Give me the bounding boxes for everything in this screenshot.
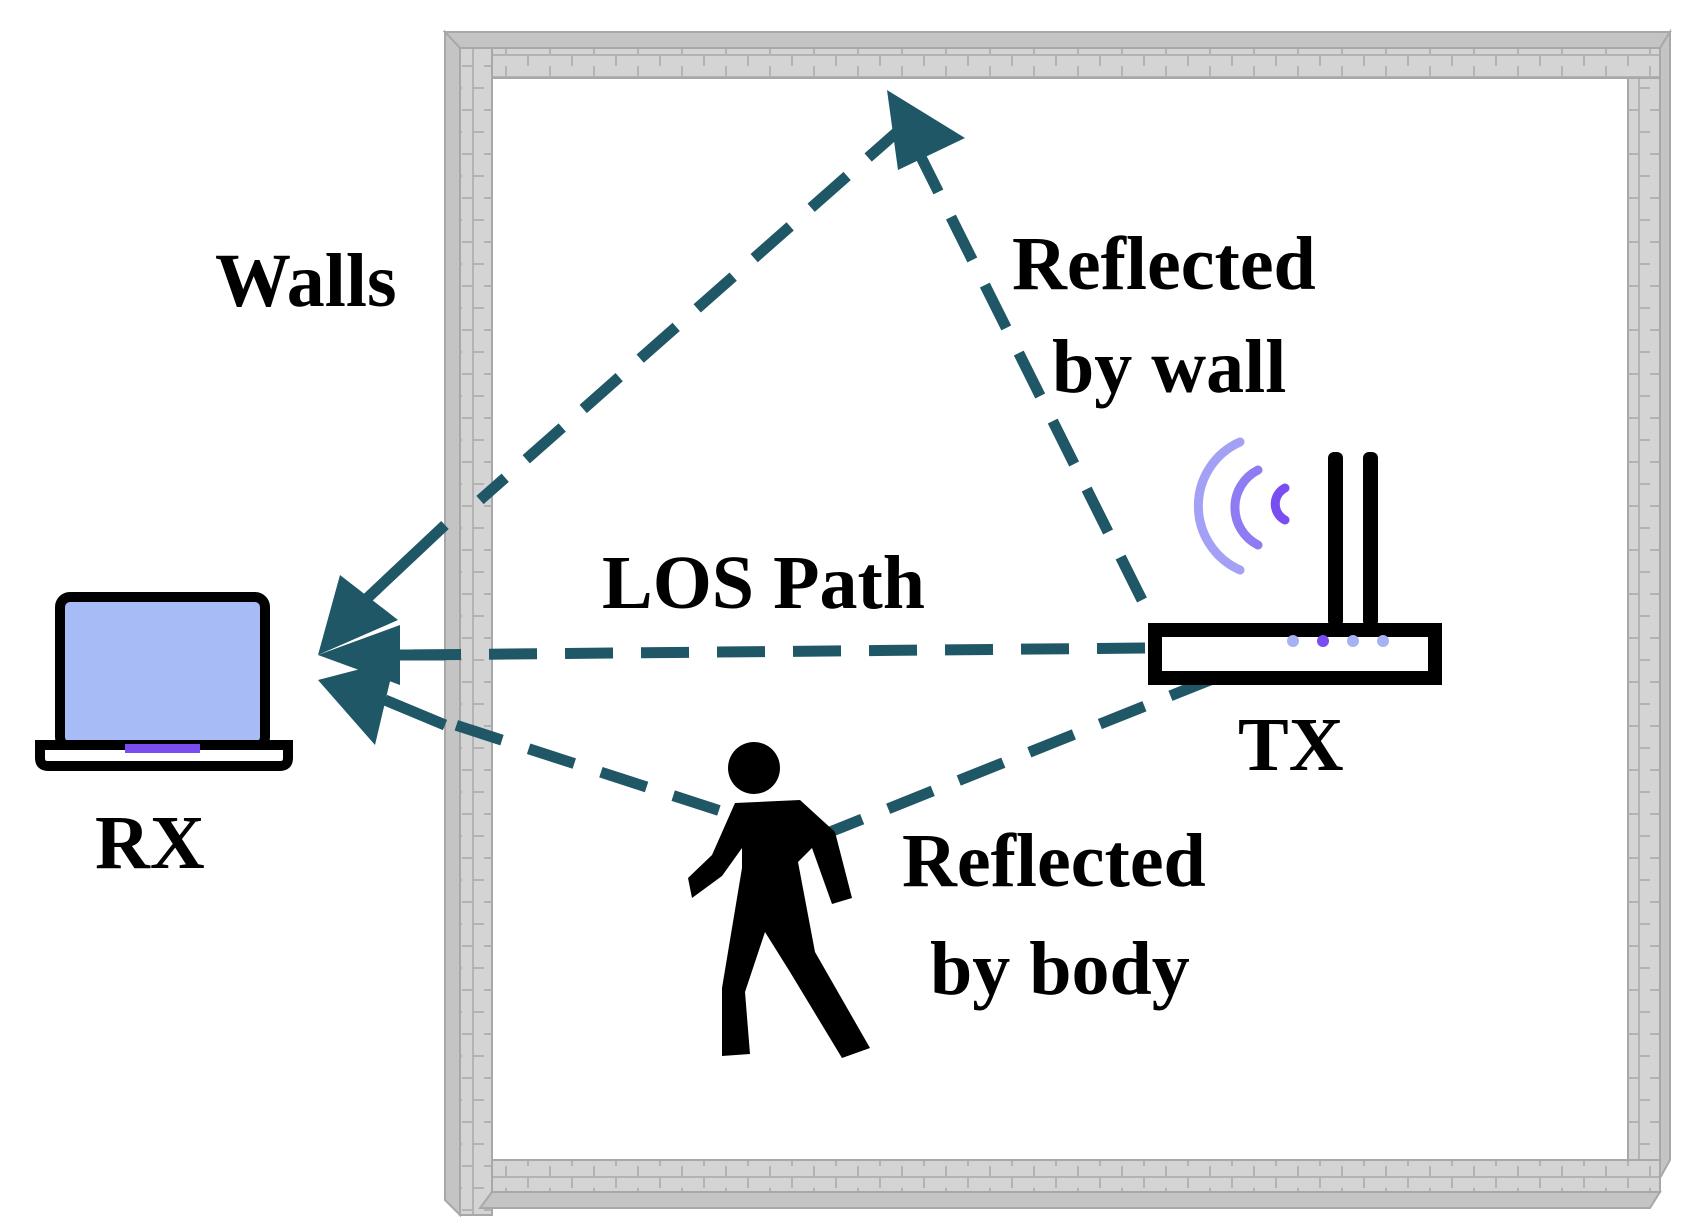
arrowhead-wall [318,575,398,655]
tx-label: TX [1238,703,1344,787]
body-reflection-path [438,672,1218,846]
arrowhead-top [887,90,965,170]
reflected-by-body-label-line1: Reflected [902,819,1206,903]
signal-arrows [318,90,965,745]
wall-reflection-path [476,116,1147,603]
arrow-shaft-body [382,694,448,731]
arrowhead-body [318,660,395,745]
rx-label: RX [95,801,205,885]
walls-label: Walls [215,239,397,323]
reflected-by-wall-label-line2: by wall [1052,325,1286,409]
los-path [404,642,1146,661]
wall-top [442,31,1672,79]
walking-person-icon [688,742,870,1058]
laptop-icon [35,592,293,771]
room-walls [442,28,1672,1218]
wall-left [444,29,493,1218]
signal-paths [404,116,1218,846]
los-path-label: LOS Path [602,541,925,625]
reflected-by-wall-label-line1: Reflected [1012,222,1316,306]
reflected-by-body-label-line2: by body [930,927,1190,1011]
arrow-shaft-wall [356,520,449,610]
wifi-signal-icon [1193,437,1290,575]
wall-bottom [478,1159,1662,1209]
wall-right [1627,28,1671,1182]
router-icon [1148,452,1442,685]
